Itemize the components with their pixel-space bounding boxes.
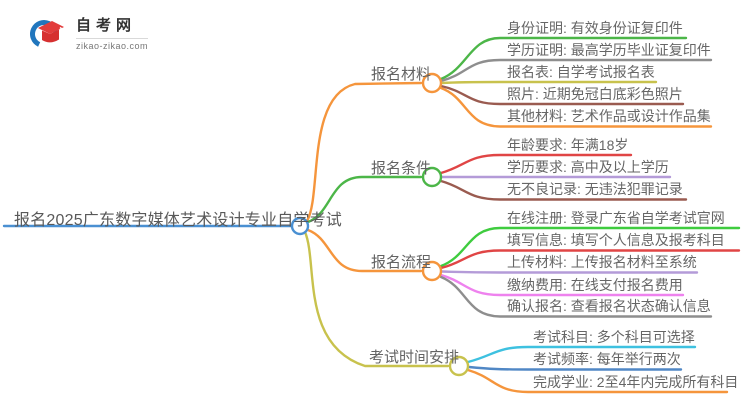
- leaf-curve-complete-studies: [466, 368, 729, 394]
- leaf-curve-online-registration: [439, 226, 741, 268]
- central-node-circle[interactable]: [290, 216, 310, 236]
- leaf-curve-registration-form: [440, 80, 658, 85]
- leaf-age-requirement[interactable]: 年龄要求: 年满18岁: [507, 137, 629, 153]
- leaf-curve-age-requirement: [439, 153, 633, 175]
- branch-curve-materials: [305, 81, 423, 223]
- leaf-curve-education-proof: [439, 58, 713, 83]
- leaf-curve-confirm-registration: [439, 275, 713, 318]
- leaf-education-requirement[interactable]: 学历要求: 高中及以上学历: [507, 159, 669, 175]
- leaf-curve-other-materials: [439, 86, 713, 128]
- leaf-curve-fill-info: [439, 249, 741, 270]
- central-topic[interactable]: 报名2025广东数字媒体艺术设计专业自学考试: [14, 212, 342, 229]
- branch-curve-schedule: [303, 230, 450, 368]
- leaf-curve-clean-record: [439, 179, 688, 201]
- branch-conditions[interactable]: 报名条件: [371, 160, 432, 177]
- leaf-other-materials[interactable]: 其他材料: 艺术作品或设计作品集: [507, 108, 711, 124]
- leaf-curve-exam-subjects: [466, 345, 697, 364]
- logo-text: 自考网 zikao-zikao.com: [76, 14, 149, 51]
- branch-circle-materials[interactable]: [421, 72, 443, 94]
- leaf-upload-materials[interactable]: 上传材料: 上传报名材料至系统: [507, 254, 697, 270]
- branch-curve-conditions: [306, 175, 423, 224]
- branch-circle-schedule[interactable]: [448, 355, 470, 377]
- branch-circle-process[interactable]: [421, 260, 443, 282]
- logo-domain: zikao-zikao.com: [76, 41, 149, 51]
- leaf-photo[interactable]: 照片: 近期免冠白底彩色照片: [507, 86, 683, 102]
- graduation-cap-icon: [30, 19, 64, 48]
- leaf-confirm-registration[interactable]: 确认报名: 查看报名状态确认信息: [507, 298, 711, 314]
- leaf-curve-identity-proof: [439, 36, 688, 81]
- leaf-education-proof[interactable]: 学历证明: 最高学历毕业证复印件: [507, 42, 711, 58]
- logo-divider: [76, 38, 149, 39]
- leaf-pay-fee[interactable]: 缴纳费用: 在线支付报名费用: [507, 277, 683, 293]
- branch-circle-conditions[interactable]: [421, 166, 443, 188]
- leaf-exam-frequency[interactable]: 考试频率: 每年举行两次: [533, 351, 681, 367]
- leaf-fill-info[interactable]: 填写信息: 填写个人信息及报考科目: [507, 232, 725, 248]
- leaf-curve-exam-frequency: [467, 365, 683, 371]
- leaf-curve-pay-fee: [439, 273, 685, 297]
- leaf-online-registration[interactable]: 在线注册: 登录广东省自学考试官网: [507, 210, 725, 226]
- branch-schedule[interactable]: 考试时间安排: [369, 349, 460, 366]
- leaf-curve-upload-materials: [440, 270, 699, 274]
- leaf-exam-subjects[interactable]: 考试科目: 多个科目可选择: [533, 329, 695, 345]
- branch-curve-process: [306, 228, 423, 273]
- branch-materials[interactable]: 报名材料: [371, 66, 432, 83]
- leaf-curve-photo: [439, 84, 685, 106]
- leaf-registration-form[interactable]: 报名表: 自学考试报名表: [507, 64, 655, 80]
- leaf-complete-studies[interactable]: 完成学业: 2至4年内完成所有科目: [533, 374, 739, 390]
- leaf-identity-proof[interactable]: 身份证明: 有效身份证复印件: [507, 20, 683, 36]
- logo-title: 自考网: [76, 17, 137, 34]
- branch-process[interactable]: 报名流程: [371, 254, 432, 271]
- site-logo: 自考网 zikao-zikao.com: [30, 14, 149, 51]
- leaf-clean-record[interactable]: 无不良记录: 无违法犯罪记录: [507, 181, 683, 197]
